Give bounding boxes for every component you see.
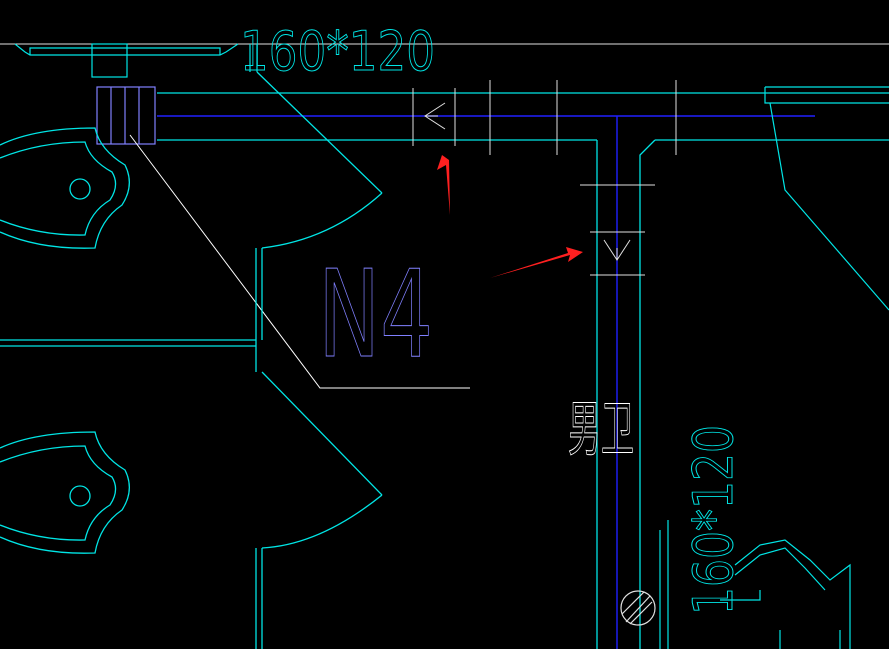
airflow-arrow-horizontal (424, 102, 446, 130)
leader-line (129, 134, 470, 389)
urinal-2 (0, 431, 130, 554)
right-fixture (659, 86, 889, 649)
floor-drain (620, 590, 656, 626)
room-name: 男卫 (568, 395, 634, 465)
duct-centerline (157, 115, 815, 649)
exhaust-grille (96, 86, 156, 145)
right-size-label: 160*120 (682, 425, 745, 615)
partitions (0, 71, 383, 649)
wall-fixture-top (14, 43, 258, 78)
room-tag: N4 (318, 246, 433, 385)
duct-joints (412, 80, 677, 276)
urinal-1 (0, 127, 130, 249)
airflow-arrow-vertical (603, 239, 631, 261)
annotation-arrow-1 (437, 155, 450, 215)
annotation-arrow-2 (490, 247, 583, 278)
top-size-label: 160*120 (240, 20, 435, 83)
